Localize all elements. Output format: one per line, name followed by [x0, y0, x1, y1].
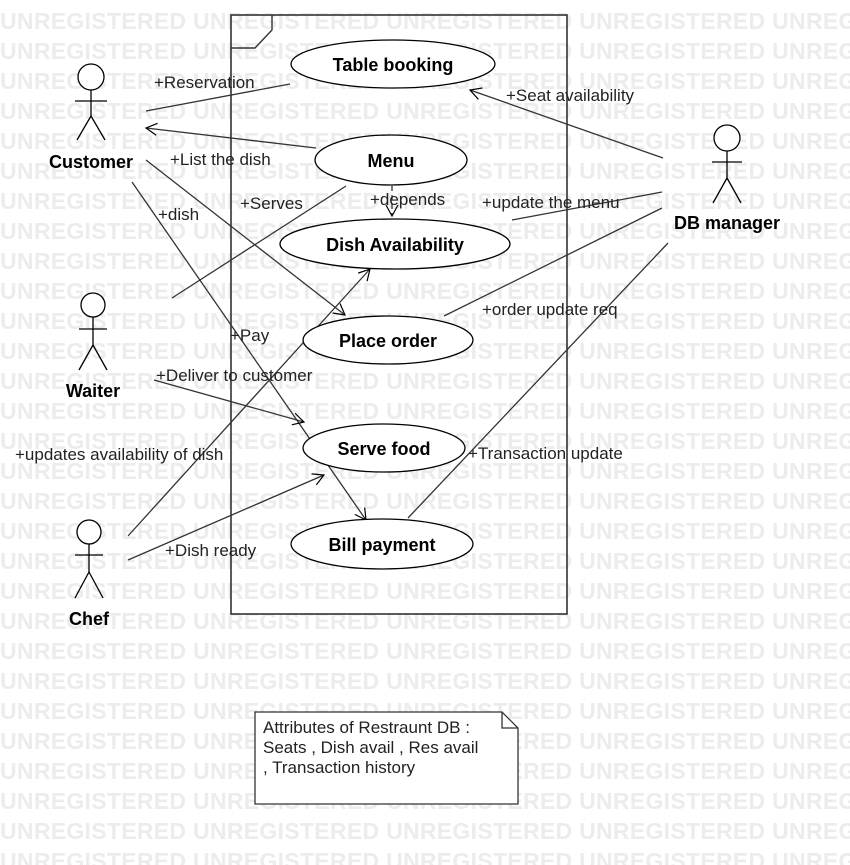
line-chef-dish-availability — [127, 268, 371, 537]
label-depends: +depends — [370, 190, 445, 209]
actor-waiter: Waiter — [66, 292, 120, 401]
watermark-text: UNREGISTERED UNREGISTERED UNREGISTERED U… — [0, 398, 850, 424]
actor-db-manager: DB manager — [674, 124, 780, 233]
line-bill-payment-dbmanager — [407, 242, 669, 519]
line-menu-customer — [144, 122, 317, 149]
label-transaction-update: +Transaction update — [468, 444, 623, 463]
line-dbmanager-menu-update — [511, 191, 663, 221]
watermark-text: UNREGISTERED UNREGISTERED UNREGISTERED U… — [0, 668, 850, 694]
watermark-text: UNREGISTERED UNREGISTERED UNREGISTERED U… — [0, 188, 850, 214]
label-dish: +dish — [158, 205, 199, 224]
line-customer-place-order — [145, 159, 346, 316]
actor-chef: Chef — [69, 519, 110, 629]
line-dbmanager-table-booking — [468, 87, 664, 159]
watermark-text: UNREGISTERED UNREGISTERED UNREGISTERED U… — [0, 818, 850, 844]
use-case-menu: Menu — [314, 134, 468, 186]
use-case-menu-label: Menu — [368, 151, 415, 171]
stick-figure-icon — [74, 519, 104, 599]
use-case-serve-food: Serve food — [302, 423, 466, 473]
label-pay: +Pay — [230, 326, 270, 345]
stick-figure-icon — [75, 63, 107, 141]
watermark-text: UNREGISTERED UNREGISTERED UNREGISTERED U… — [0, 98, 850, 124]
actor-customer-label: Customer — [49, 152, 133, 172]
note-line-3: , Transaction history — [263, 758, 416, 777]
label-list-the-dish: +List the dish — [170, 150, 271, 169]
line-customer-table-booking — [145, 83, 291, 112]
line-waiter-menu — [171, 185, 347, 299]
watermark-text: UNREGISTERED UNREGISTERED UNREGISTERED U… — [0, 638, 850, 664]
system-boundary — [230, 14, 568, 615]
watermark-text: UNREGISTERED UNREGISTERED UNREGISTERED U… — [0, 488, 850, 514]
relationship-labels: +Reservation +Seat availability +List th… — [15, 73, 635, 560]
label-seat-availability: +Seat availability — [506, 86, 635, 105]
label-order-update-req: +order update req — [482, 300, 618, 319]
use-case-table-booking-label: Table booking — [333, 55, 454, 75]
note: Attributes of Restraunt DB : Seats , Dis… — [254, 711, 519, 805]
use-case-bill-payment-label: Bill payment — [328, 535, 435, 555]
watermark-text: UNREGISTERED UNREGISTERED UNREGISTERED U… — [0, 8, 850, 34]
use-case-dish-availability: Dish Availability — [279, 218, 511, 270]
line-waiter-serve-food — [153, 379, 306, 426]
label-dish-ready: +Dish ready — [165, 541, 257, 560]
label-reservation: +Reservation — [154, 73, 255, 92]
label-update-the-menu: +update the menu — [482, 193, 620, 212]
note-line-2: Seats , Dish avail , Res avail — [263, 738, 478, 757]
line-place-order-dbmanager — [443, 207, 663, 317]
actor-db-manager-label: DB manager — [674, 213, 780, 233]
actor-customer: Customer — [49, 63, 133, 172]
use-case-serve-food-label: Serve food — [337, 439, 430, 459]
label-updates-availability-of-dish: +updates availability of dish — [15, 445, 223, 464]
use-case-table-booking: Table booking — [290, 39, 496, 89]
watermark-text: UNREGISTERED UNREGISTERED UNREGISTERED U… — [0, 608, 850, 634]
stick-figure-icon — [78, 292, 108, 371]
watermark-text: UNREGISTERED UNREGISTERED UNREGISTERED U… — [0, 578, 850, 604]
label-deliver-to-customer: +Deliver to customer — [156, 366, 313, 385]
watermark-text: UNREGISTERED UNREGISTERED UNREGISTERED U… — [0, 848, 850, 865]
actor-waiter-label: Waiter — [66, 381, 120, 401]
label-serves: +Serves — [240, 194, 303, 213]
watermark-text: UNREGISTERED UNREGISTERED UNREGISTERED U… — [0, 278, 850, 304]
use-case-bill-payment: Bill payment — [290, 518, 474, 570]
association-lines — [127, 83, 669, 561]
line-chef-serve-food — [127, 473, 326, 561]
use-case-place-order-label: Place order — [339, 331, 437, 351]
actor-chef-label: Chef — [69, 609, 110, 629]
watermark-text: UNREGISTERED UNREGISTERED UNREGISTERED U… — [0, 368, 850, 394]
stick-figure-icon — [712, 124, 742, 204]
use-case-place-order: Place order — [302, 315, 474, 365]
use-case-dish-availability-label: Dish Availability — [326, 235, 464, 255]
note-line-1: Attributes of Restraunt DB : — [263, 718, 470, 737]
